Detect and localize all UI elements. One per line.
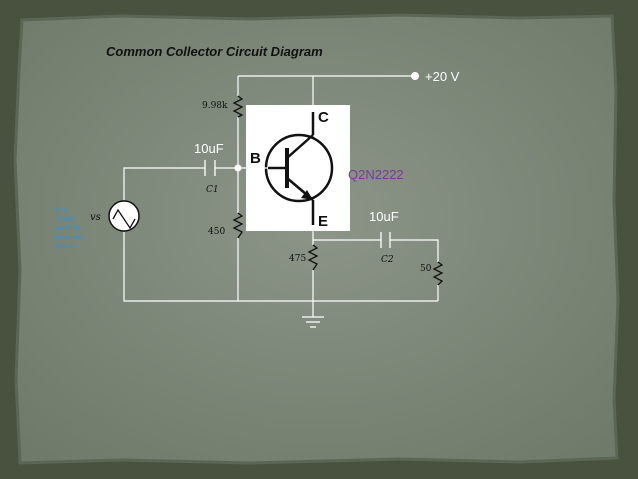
supply-label: +20 V [425, 69, 460, 84]
source-note-line: vs to [54, 208, 67, 214]
r1-value: 9.98k [202, 101, 228, 111]
resistor-r2 [232, 212, 244, 239]
collector-label: C [318, 109, 329, 126]
source-symbol: vs [90, 212, 101, 223]
c2-value: 10uF [369, 209, 399, 224]
wire-c2-rl [390, 239, 439, 262]
emitter-label: E [318, 213, 328, 230]
rl-value: 50 [420, 264, 432, 274]
slide-title: Common Collector Circuit Diagram [106, 44, 323, 59]
resistor-rl [432, 261, 444, 286]
sine-wave-icon [112, 208, 136, 230]
source-note-line: (Raw 1) [54, 244, 75, 250]
source-note: vs to 1000Hz Amplitude reasonable (Raw 1… [54, 208, 84, 250]
wires [123, 75, 439, 317]
ground-icon [302, 316, 324, 328]
source-note-line: Amplitude [54, 226, 81, 232]
wire-ground-rail [123, 232, 438, 302]
ac-source-icon [108, 200, 140, 232]
source-note-line: reasonable [54, 235, 84, 241]
wire-source-c1 [123, 167, 205, 200]
r2-value: 450 [208, 227, 225, 237]
emitter-arrow-icon [301, 190, 313, 200]
c2-ref: C2 [381, 255, 394, 265]
supply-terminal [411, 72, 419, 80]
transistor-symbol [264, 112, 334, 225]
transistor-part-label: Q2N2222 [348, 167, 404, 182]
c1-ref: C1 [206, 185, 219, 195]
re-value: 475 [289, 254, 306, 264]
c1-value: 10uF [194, 141, 224, 156]
resistor-r1 [232, 95, 244, 118]
chalkboard-panel [13, 13, 620, 465]
resistor-re [307, 244, 319, 271]
source-note-line: 1000Hz [54, 217, 75, 223]
base-label: B [250, 150, 261, 167]
